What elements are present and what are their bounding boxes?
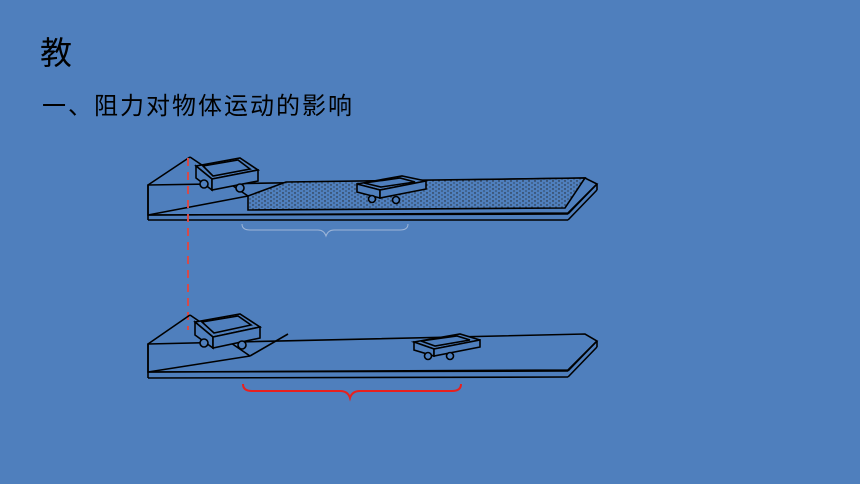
bottom-ramp <box>147 355 251 373</box>
rough-surface <box>247 177 587 211</box>
top-ramp <box>147 195 249 216</box>
top-rough-cart <box>356 175 427 205</box>
slide-title: 教 <box>40 34 73 72</box>
slide-subtitle: 一、阻力对物体运动的影响 <box>42 92 354 120</box>
bottom-track <box>147 313 599 379</box>
distance-brace <box>242 383 462 402</box>
top-faint-brace <box>241 223 409 238</box>
bottom-smooth-cart <box>410 333 481 361</box>
bottom-ramp-cart <box>193 313 263 350</box>
top-ramp-cart <box>194 157 261 193</box>
top-track <box>147 156 599 238</box>
